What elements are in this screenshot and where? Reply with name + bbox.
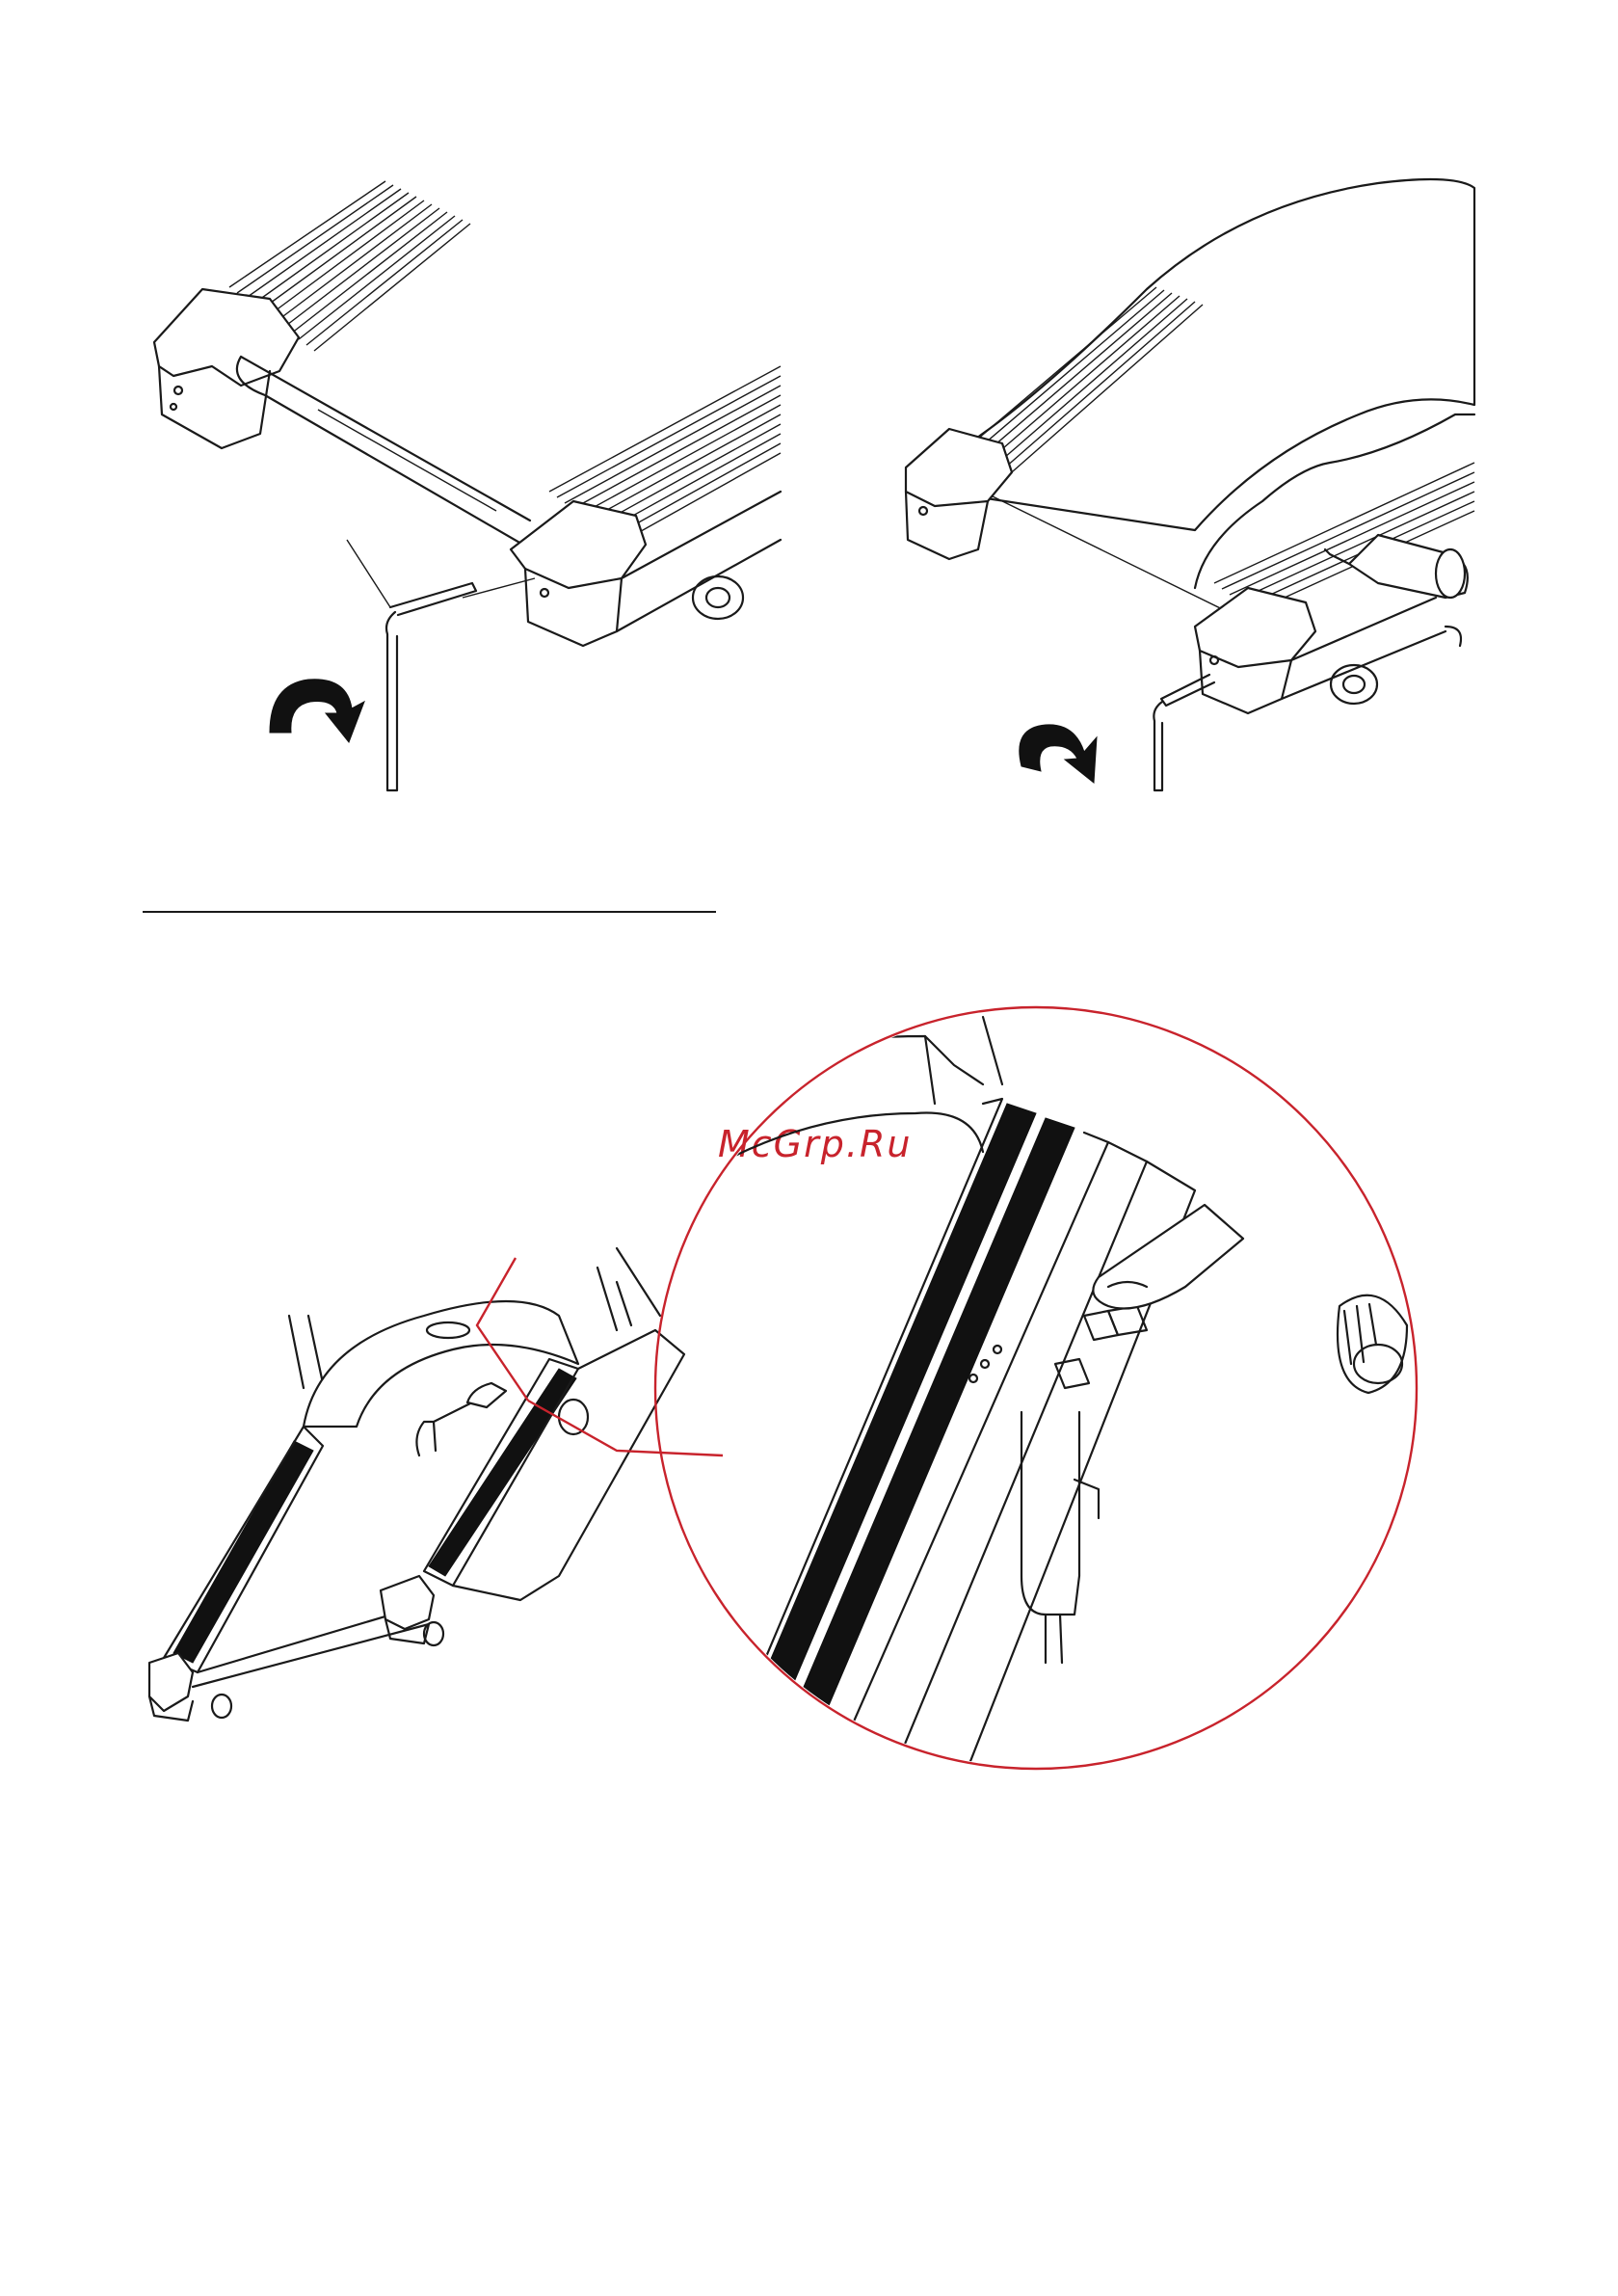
left-end-cap xyxy=(154,289,299,386)
rotate-clockwise-arrow-icon xyxy=(270,680,364,742)
treadmill-overview xyxy=(149,1248,684,1721)
allen-key-icon xyxy=(1154,675,1214,790)
running-belt xyxy=(954,179,1474,530)
figure-2-belt-lubrication xyxy=(877,174,1494,810)
rotate-counterclockwise-arrow-icon xyxy=(1020,725,1097,783)
section-divider xyxy=(143,911,716,913)
figure-1-rear-roller-adjust xyxy=(145,174,819,810)
lubricant-bottle-icon xyxy=(1325,535,1468,598)
transport-wheel xyxy=(693,576,743,619)
magnifier-callout-icon xyxy=(655,1007,1417,1769)
allen-key-icon xyxy=(386,583,476,790)
rear-roller xyxy=(237,357,540,554)
magnified-detail xyxy=(655,1017,1407,1788)
right-end-cap xyxy=(511,501,646,588)
figure-3-frame-callout xyxy=(135,998,1503,1798)
callout-connector xyxy=(477,1258,723,1455)
